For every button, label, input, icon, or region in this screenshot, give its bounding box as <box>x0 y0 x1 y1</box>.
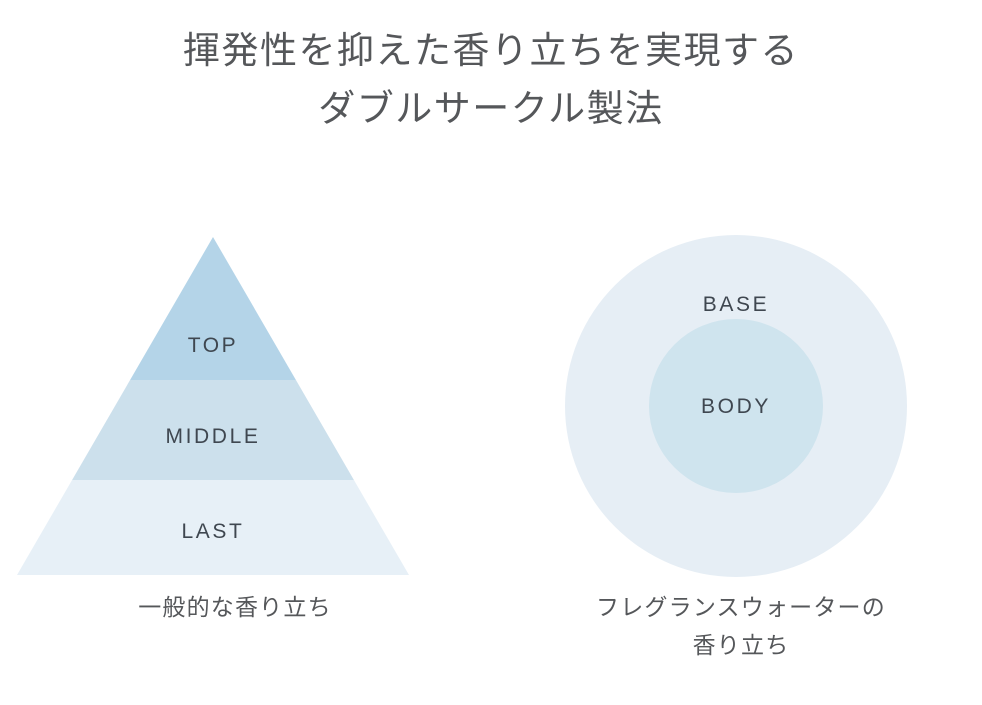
pyramid-band-middle <box>17 380 409 480</box>
panel-fragrance-water: BASE BODY フレグランスウォーターの 香り立ち <box>500 210 982 690</box>
pyramid-band-last <box>17 480 409 575</box>
panel-general-fragrance: TOP MIDDLE LAST 一般的な香り立ち <box>0 210 470 690</box>
diagram-panels: TOP MIDDLE LAST 一般的な香り立ち BASE BODY フレグラン… <box>0 210 982 690</box>
page-title: 揮発性を抑えた香り立ちを実現する ダブルサークル製法 <box>0 22 982 138</box>
title-line-1: 揮発性を抑えた香り立ちを実現する <box>183 30 799 71</box>
circles-figure: BASE BODY <box>500 210 982 580</box>
pyramid-figure: TOP MIDDLE LAST <box>0 210 470 580</box>
caption-right: フレグランスウォーターの 香り立ち <box>500 588 982 664</box>
caption-right-line-2: 香り立ち <box>692 632 790 658</box>
caption-left-line-1: 一般的な香り立ち <box>138 594 332 620</box>
double-circle-diagram: BASE BODY <box>565 235 907 577</box>
caption-right-line-1: フレグランスウォーターの <box>596 594 886 620</box>
fragrance-pyramid: TOP MIDDLE LAST <box>17 237 409 575</box>
pyramid-shape <box>17 237 409 575</box>
circle-body <box>649 319 823 493</box>
caption-left: 一般的な香り立ち <box>0 588 470 626</box>
pyramid-band-top <box>17 237 409 380</box>
title-line-2: ダブルサークル製法 <box>318 88 664 129</box>
